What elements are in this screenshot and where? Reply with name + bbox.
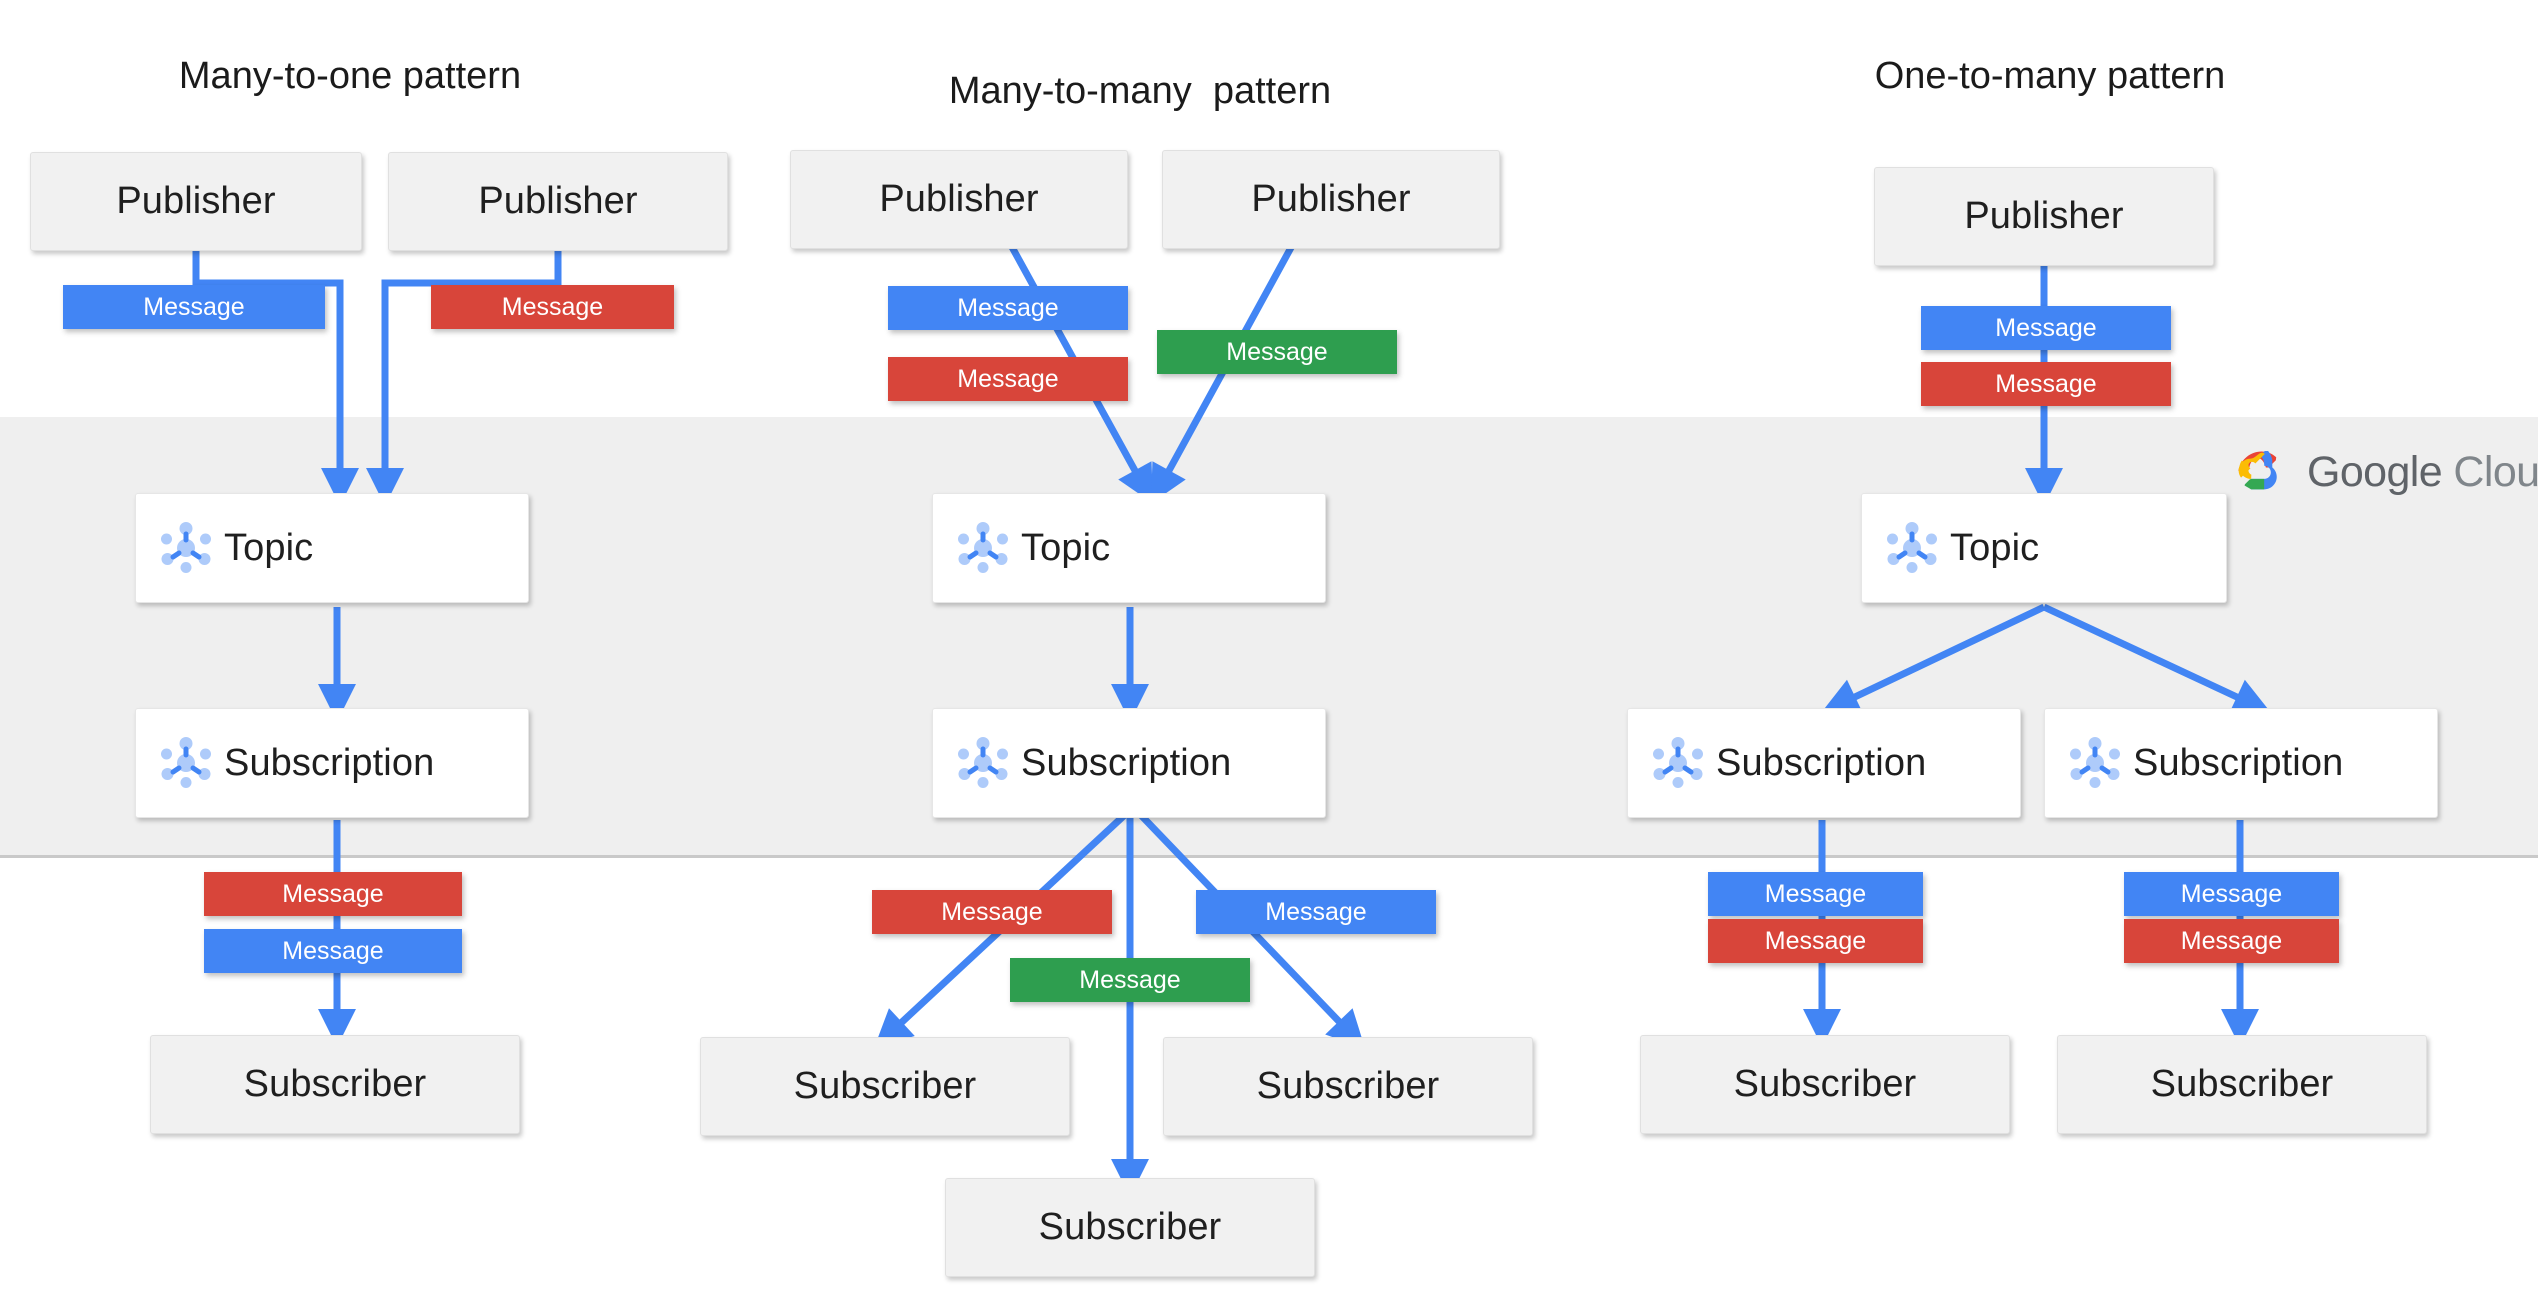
subscriber-box[interactable]: Subscriber (1163, 1037, 1533, 1136)
publisher-box[interactable]: Publisher (1874, 167, 2214, 266)
subscription-box[interactable]: Subscription (2044, 708, 2438, 818)
publisher-label: Publisher (879, 178, 1039, 220)
message-chip: Message (1010, 958, 1250, 1002)
message-chip: Message (872, 890, 1112, 934)
message-label: Message (282, 879, 384, 908)
subscription-box[interactable]: Subscription (135, 708, 529, 818)
message-chip: Message (2124, 919, 2339, 963)
topic-box[interactable]: Topic (1861, 493, 2227, 603)
subscriber-label: Subscriber (1038, 1206, 1222, 1248)
subscription-label: Subscription (1716, 741, 1927, 784)
pubsub-topic-icon (955, 520, 1011, 576)
message-label: Message (1764, 879, 1867, 908)
message-chip: Message (1708, 919, 1923, 963)
subscriber-box[interactable]: Subscriber (945, 1178, 1315, 1277)
subscription-box[interactable]: Subscription (932, 708, 1326, 818)
publisher-label: Publisher (1251, 178, 1411, 220)
subscription-label: Subscription (224, 741, 435, 784)
pubsub-subscription-icon (1650, 735, 1706, 791)
message-label: Message (2180, 879, 2283, 908)
message-label: Message (941, 897, 1043, 926)
message-label: Message (1995, 313, 2097, 342)
subscriber-box[interactable]: Subscriber (150, 1035, 520, 1134)
topic-label: Topic (224, 526, 314, 569)
publisher-box[interactable]: Publisher (388, 152, 728, 251)
subscriber-label: Subscriber (2150, 1063, 2334, 1105)
publisher-box[interactable]: Publisher (790, 150, 1128, 249)
message-label: Message (1764, 926, 1867, 955)
subscription-box[interactable]: Subscription (1627, 708, 2021, 818)
topic-label: Topic (1021, 526, 1111, 569)
topic-box[interactable]: Topic (135, 493, 529, 603)
message-label: Message (957, 293, 1059, 322)
message-label: Message (1226, 337, 1328, 366)
message-label: Message (1265, 897, 1367, 926)
message-chip: Message (204, 929, 462, 973)
publisher-box[interactable]: Publisher (30, 152, 362, 251)
subscriber-label: Subscriber (1733, 1063, 1917, 1105)
subscriber-box[interactable]: Subscriber (2057, 1035, 2427, 1134)
brand-google: Google (2307, 448, 2443, 496)
message-chip: Message (888, 286, 1128, 330)
message-chip: Message (431, 285, 674, 329)
message-label: Message (2180, 926, 2283, 955)
publisher-label: Publisher (116, 180, 276, 222)
message-chip: Message (1157, 330, 1397, 374)
subscription-label: Subscription (1021, 741, 1232, 784)
google-cloud-wordmark: Google Cloud (2307, 448, 2538, 497)
google-cloud-logo-icon (2238, 450, 2277, 489)
google-cloud-logo-lockup: Google Cloud (2235, 448, 2538, 497)
column-title-many-to-one: Many-to-one pattern (178, 55, 522, 97)
publisher-label: Publisher (1964, 195, 2124, 237)
subscriber-label: Subscriber (1256, 1065, 1440, 1107)
pubsub-subscription-icon (158, 735, 214, 791)
column-title-one-to-many: One-to-many pattern (1874, 55, 2226, 97)
publisher-label: Publisher (478, 180, 638, 222)
subscription-label: Subscription (2133, 741, 2344, 784)
subscriber-box[interactable]: Subscriber (700, 1037, 1070, 1136)
topic-label: Topic (1950, 526, 2040, 569)
message-label: Message (501, 292, 604, 321)
subscriber-label: Subscriber (793, 1065, 977, 1107)
column-title-many-to-many: Many-to-many pattern (948, 70, 1332, 112)
message-chip: Message (2124, 872, 2339, 916)
message-label: Message (143, 292, 245, 321)
message-label: Message (282, 936, 384, 965)
message-chip: Message (888, 357, 1128, 401)
pubsub-subscription-icon (955, 735, 1011, 791)
message-chip: Message (1921, 362, 2171, 406)
pubsub-topic-icon (1884, 520, 1940, 576)
message-chip: Message (1708, 872, 1923, 916)
message-chip: Message (1196, 890, 1436, 934)
message-chip: Message (204, 872, 462, 916)
brand-cloud: Cloud (2453, 448, 2538, 496)
pubsub-topic-icon (158, 520, 214, 576)
pubsub-subscription-icon (2067, 735, 2123, 791)
subscriber-box[interactable]: Subscriber (1640, 1035, 2010, 1134)
publisher-box[interactable]: Publisher (1162, 150, 1500, 249)
message-chip: Message (1921, 306, 2171, 350)
message-label: Message (1079, 965, 1181, 994)
topic-box[interactable]: Topic (932, 493, 1326, 603)
message-label: Message (957, 364, 1059, 393)
message-label: Message (1995, 369, 2097, 398)
subscriber-label: Subscriber (243, 1063, 427, 1105)
message-chip: Message (63, 285, 325, 329)
